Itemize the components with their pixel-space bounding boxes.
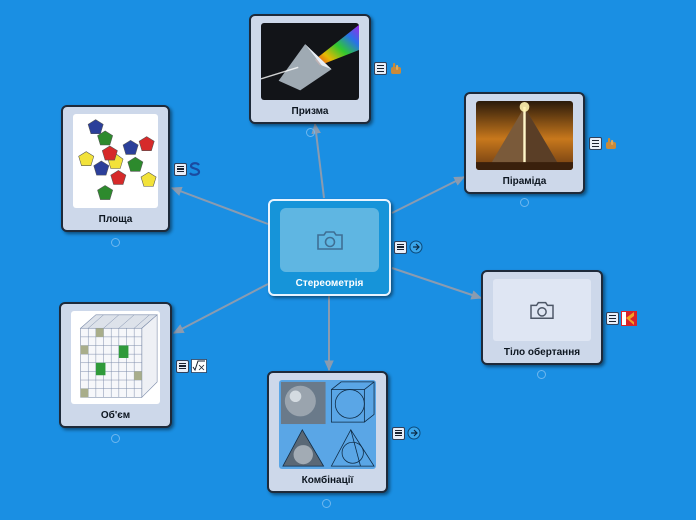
notes-icon[interactable] [174,162,187,176]
topic-area[interactable]: Площа [61,105,170,232]
topic-volume[interactable]: Об'єм [59,302,172,428]
link-icon[interactable] [409,240,423,254]
collapse-toggle[interactable] [111,238,120,247]
connector-solids [391,267,483,300]
topic-volume-label: Об'єм [100,410,131,421]
topic-solids-icons [606,311,637,326]
connector-pyramid [391,176,466,214]
link-icon[interactable] [407,426,421,440]
central-topic[interactable]: Стереометрія [268,199,391,296]
connector-prism [311,122,325,199]
glowing-pyramid-photo [476,101,573,170]
topic-combos-label: Комбінації [301,475,354,486]
central-topic-label: Стереометрія [295,278,364,289]
formula-icon[interactable] [191,359,207,373]
hand-pointer-icon[interactable] [604,137,618,150]
topic-combos-icons [392,426,421,440]
prism-rainbow-photo [261,23,359,100]
s-logo-icon[interactable] [189,162,201,176]
topic-solids[interactable]: Тіло обертання [481,270,603,365]
central-topic-icons [394,240,423,254]
topic-pyramid-label: Піраміда [502,176,547,187]
notes-icon[interactable] [606,312,619,325]
pentagon-net-image [73,114,158,208]
collapse-toggle[interactable] [537,370,546,379]
topic-volume-icons [176,359,207,373]
collapse-toggle[interactable] [111,434,120,443]
hand-pointer-icon[interactable] [389,62,403,75]
topic-solids-label: Тіло обертання [503,347,581,358]
topic-pyramid-icons [589,137,618,150]
notes-icon[interactable] [392,426,405,440]
collapse-toggle[interactable] [322,499,331,508]
connector-volume [172,283,269,334]
topic-prism-icons [374,62,403,75]
cube-grid-image [71,311,160,404]
sphere-in-polyhedra-image [279,380,376,469]
camera-placeholder-icon [280,208,379,272]
topic-area-icons [174,162,201,176]
topic-combos[interactable]: Комбінації [267,371,388,493]
topic-prism-label: Призма [291,106,329,117]
connector-area [170,186,269,225]
collapse-toggle[interactable] [520,198,529,207]
collapse-toggle[interactable] [306,128,315,137]
topic-prism[interactable]: Призма [249,14,371,124]
topic-area-label: Площа [98,214,133,225]
notes-icon[interactable] [589,137,602,150]
k-logo-icon[interactable] [621,311,637,326]
notes-icon[interactable] [176,359,189,373]
notes-icon[interactable] [374,62,387,75]
camera-placeholder-icon [493,279,591,341]
topic-pyramid[interactable]: Піраміда [464,92,585,194]
notes-icon[interactable] [394,240,407,254]
